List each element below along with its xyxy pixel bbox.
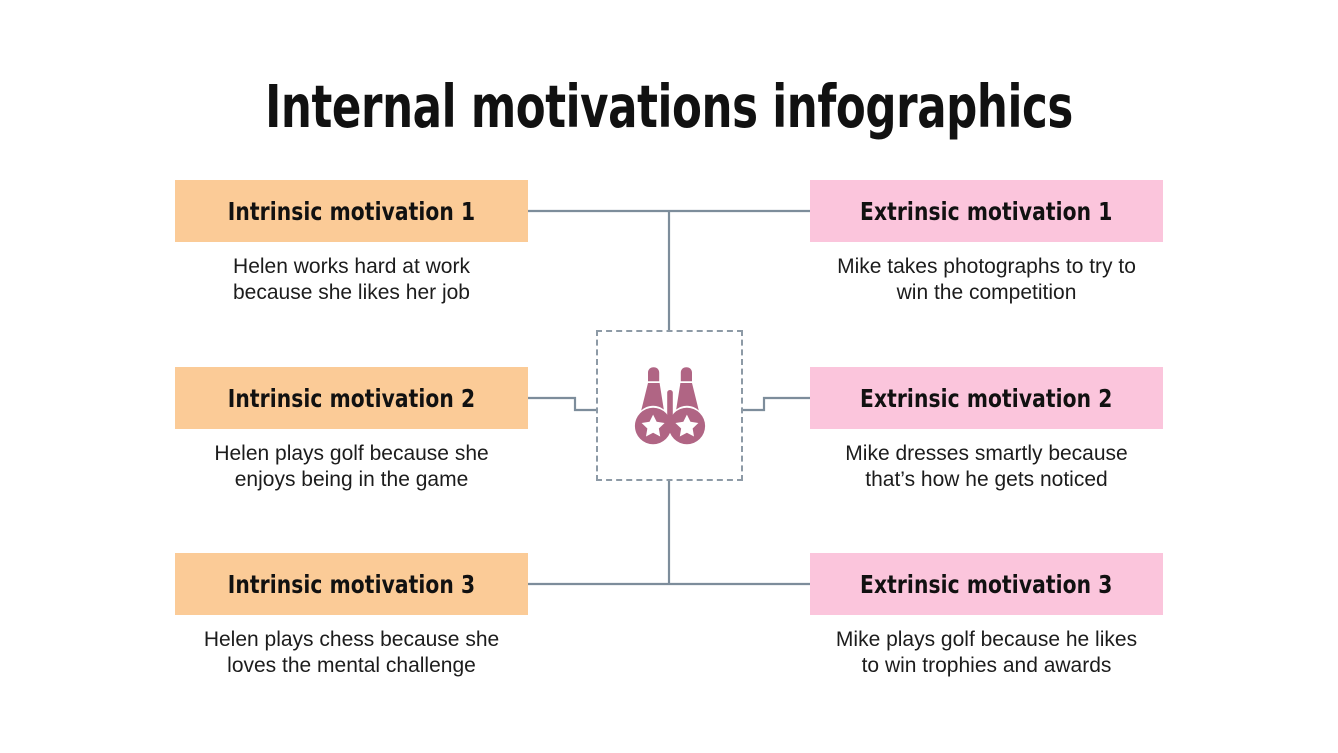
card-body-text: Mike takes photographs to try to win the…: [837, 255, 1136, 304]
card-heading-bar: Intrinsic motivation 1: [175, 180, 528, 242]
card-heading-text: Intrinsic motivation 2: [227, 383, 476, 413]
card-intrinsic-2[interactable]: Intrinsic motivation 2 Helen plays golf …: [175, 367, 528, 493]
card-heading-text: Intrinsic motivation 3: [227, 569, 476, 599]
card-intrinsic-1[interactable]: Intrinsic motivation 1 Helen works hard …: [175, 180, 528, 306]
card-heading-text: Intrinsic motivation 1: [227, 196, 476, 226]
card-heading-text: Extrinsic motivation 3: [860, 569, 1113, 599]
card-heading-text: Extrinsic motivation 2: [860, 383, 1113, 413]
card-extrinsic-3[interactable]: Extrinsic motivation 3 Mike plays golf b…: [810, 553, 1163, 679]
center-icon-frame: [596, 330, 743, 481]
card-heading-bar: Intrinsic motivation 2: [175, 367, 528, 429]
card-intrinsic-3[interactable]: Intrinsic motivation 3 Helen plays chess…: [175, 553, 528, 679]
card-body-text: Helen plays golf because she enjoys bein…: [214, 442, 489, 491]
card-heading-bar: Extrinsic motivation 2: [810, 367, 1163, 429]
binoculars-icon: [634, 366, 705, 444]
card-body-text: Mike plays golf because he likes to win …: [835, 628, 1138, 677]
card-body-text: Helen works hard at work because she lik…: [233, 255, 470, 304]
card-extrinsic-1[interactable]: Extrinsic motivation 1 Mike takes photog…: [810, 180, 1163, 306]
card-body-text: Mike dresses smartly because that’s how …: [845, 442, 1128, 491]
connector-middle-right: [743, 396, 810, 412]
card-heading-text: Extrinsic motivation 1: [860, 196, 1113, 226]
card-heading-bar: Extrinsic motivation 3: [810, 553, 1163, 615]
connector-middle-left: [528, 396, 596, 412]
card-body-text: Helen plays chess because she loves the …: [203, 628, 500, 677]
page-title: Internal motivations infographics: [265, 72, 1073, 141]
card-heading-bar: Extrinsic motivation 1: [810, 180, 1163, 242]
card-extrinsic-2[interactable]: Extrinsic motivation 2 Mike dresses smar…: [810, 367, 1163, 493]
card-heading-bar: Intrinsic motivation 3: [175, 553, 528, 615]
